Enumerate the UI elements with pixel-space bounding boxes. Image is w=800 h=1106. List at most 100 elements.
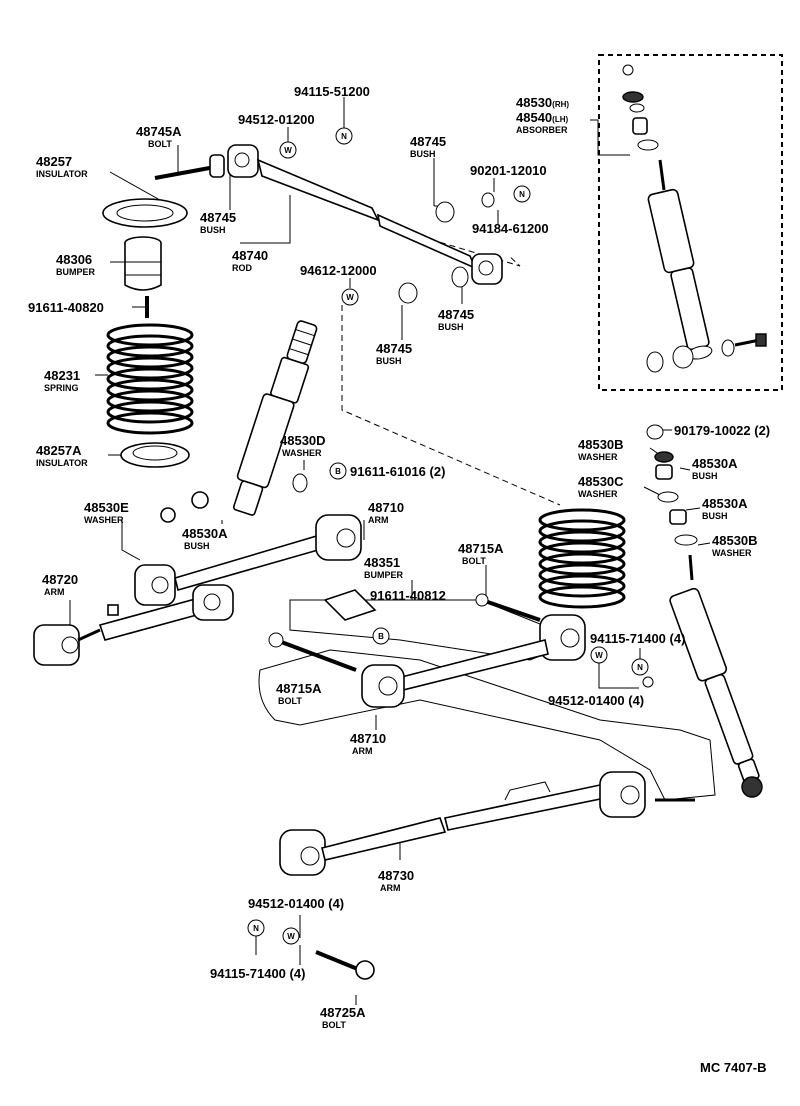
label-48715A-a-name: BOLT: [462, 556, 486, 566]
label-91611-40812: 91611-40812: [370, 588, 446, 603]
label-48530D: 48530D: [280, 433, 326, 448]
label-48745-bush-d: 48745: [376, 341, 412, 356]
label-48725A: 48725A: [320, 1005, 366, 1020]
label-48745-bush-a-name: BUSH: [200, 225, 226, 235]
label-48715A-a: 48715A: [458, 541, 504, 556]
label-48231: 48231: [44, 368, 80, 383]
label-48745-bush-d-name: BUSH: [376, 356, 402, 366]
coil-turn: [106, 389, 194, 413]
nut-symbol-rod: N: [513, 185, 531, 203]
label-48530D-name: WASHER: [282, 448, 322, 458]
svg-text:N: N: [519, 190, 525, 199]
coil-turn: [106, 411, 194, 435]
coil-turn: [106, 378, 194, 402]
svg-text:W: W: [287, 932, 295, 941]
label-48257A: 48257A: [36, 443, 82, 458]
label-48740-name: ROD: [232, 263, 253, 273]
bolt-symbol-bumper: B: [372, 627, 390, 645]
coil-turn: [538, 541, 626, 565]
label-48530-absorber: 48530(RH): [516, 95, 569, 110]
label-48710-bottom: 48710: [350, 731, 386, 746]
absorber-assembly-box: [598, 54, 783, 391]
label-94612-12000: 94612-12000: [300, 263, 377, 278]
label-48530A-c-name: BUSH: [184, 541, 210, 551]
coil-turn: [538, 574, 626, 598]
label-48745-bush-b: 48745: [410, 134, 446, 149]
label-48720-name: ARM: [44, 587, 65, 597]
label-48530A-c: 48530A: [182, 526, 228, 541]
label-48715A-b-name: BOLT: [278, 696, 302, 706]
coil-turn: [106, 400, 194, 424]
label-48306: 48306: [56, 252, 92, 267]
coil-spring-left: [106, 323, 194, 435]
label-48730: 48730: [378, 868, 414, 883]
right-shock-absorber: [646, 424, 763, 798]
label-48351: 48351: [364, 555, 400, 570]
label-absorber-name: ABSORBER: [516, 125, 568, 135]
washer-symbol-top: W: [279, 141, 297, 159]
label-48530A-a: 48530A: [692, 456, 738, 471]
label-94115-71400-b: 94115-71400 (4): [210, 966, 305, 981]
label-48740: 48740: [232, 248, 268, 263]
coil-turn: [106, 356, 194, 380]
svg-text:B: B: [335, 467, 341, 476]
label-48257: 48257: [36, 154, 72, 169]
lateral-rod: [154, 144, 503, 304]
coil-turn: [538, 530, 626, 554]
label-90201-12010: 90201-12010: [470, 163, 547, 178]
label-48745A-top-name: BOLT: [148, 139, 172, 149]
label-48231-name: SPRING: [44, 383, 79, 393]
label-48530A-b-name: BUSH: [702, 511, 728, 521]
bolt-symbol-mid: B: [329, 462, 347, 480]
label-94512-01400-a: 94512-01400 (4): [548, 693, 644, 708]
label-94115-71400-a: 94115-71400 (4): [590, 631, 685, 646]
coil-turn: [538, 563, 626, 587]
coil-spring-right: [538, 508, 626, 609]
label-48745-bush-c-name: BUSH: [438, 322, 464, 332]
nut-symbol-arm: N: [631, 658, 649, 676]
label-48530E-name: WASHER: [84, 515, 124, 525]
label-48710-top-name: ARM: [368, 515, 389, 525]
svg-text:N: N: [341, 132, 347, 141]
label-48351-name: BUMPER: [364, 570, 404, 580]
svg-text:W: W: [595, 651, 603, 660]
label-91611-40820: 91611-40820: [28, 300, 104, 315]
label-48745A-top: 48745A: [136, 124, 182, 139]
label-90179-10022: 90179-10022 (2): [674, 423, 770, 438]
label-48530B-b: 48530B: [712, 533, 758, 548]
label-48745-bush-b-name: BUSH: [410, 149, 436, 159]
coil-turn: [106, 323, 194, 347]
nut-symbol-top: N: [335, 127, 353, 145]
label-48530A-a-name: BUSH: [692, 471, 718, 481]
label-48530B-b-name: WASHER: [712, 548, 752, 558]
label-48710-bottom-name: ARM: [352, 746, 373, 756]
label-48745-bush-c: 48745: [438, 307, 474, 322]
label-48530C-name: WASHER: [578, 489, 618, 499]
washer-symbol-bottom: W: [282, 927, 300, 945]
coil-turn: [538, 508, 626, 532]
rear-axle-and-arms: [33, 514, 716, 980]
label-91611-61016: 91611-61016 (2): [350, 464, 445, 479]
center-shock-absorber: [160, 320, 318, 523]
figure-code: MC 7407-B: [700, 1060, 766, 1075]
part-labels: 94115-51200 94512-01200 48745A BOLT 4825…: [28, 84, 770, 1075]
symbols: N W N W B B W N W N: [247, 127, 649, 945]
coil-turn: [106, 367, 194, 391]
washer-symbol-rod: W: [341, 288, 359, 306]
coil-turn: [106, 345, 194, 369]
label-48720: 48720: [42, 572, 78, 587]
label-48257A-name: INSULATOR: [36, 458, 88, 468]
label-48530A-b: 48530A: [702, 496, 748, 511]
svg-text:N: N: [253, 924, 259, 933]
svg-text:W: W: [284, 146, 292, 155]
label-48730-name: ARM: [380, 883, 401, 893]
label-48710-top: 48710: [368, 500, 404, 515]
label-48540-absorber: 48540(LH): [516, 110, 568, 125]
label-48257-name: INSULATOR: [36, 169, 88, 179]
label-48715A-b: 48715A: [276, 681, 322, 696]
svg-text:W: W: [346, 293, 354, 302]
coil-turn: [538, 552, 626, 576]
label-48306-name: BUMPER: [56, 267, 96, 277]
coil-turn: [538, 585, 626, 609]
